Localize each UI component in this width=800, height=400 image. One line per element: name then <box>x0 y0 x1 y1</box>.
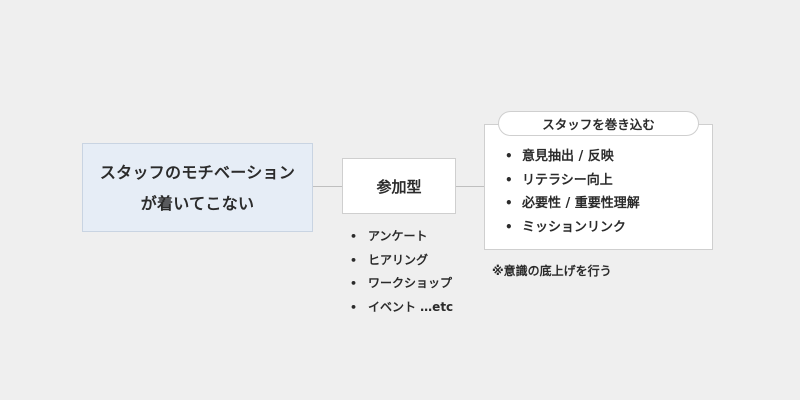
involve-item: • 意見抽出 / 反映 <box>505 145 640 169</box>
method-title: 参加型 <box>376 177 422 196</box>
connector-method-to-involve <box>456 186 484 187</box>
method-box: 参加型 <box>342 158 456 214</box>
involve-item: • 必要性 / 重要性理解 <box>505 192 640 216</box>
method-item-label: ワークショップ <box>368 276 453 290</box>
connector-problem-to-method <box>313 186 342 187</box>
involve-item: • ミッションリンク <box>505 216 640 240</box>
involve-item-label: リテラシー向上 <box>522 172 613 188</box>
bullet-icon: • <box>350 300 358 314</box>
involve-box <box>484 124 713 250</box>
problem-line-2: が着いてこない <box>140 193 255 213</box>
involve-item-label: 必要性 / 重要性理解 <box>522 196 640 212</box>
bullet-icon: • <box>505 220 513 235</box>
method-item-label: アンケート <box>368 229 428 243</box>
method-item: • ワークショップ <box>350 272 453 296</box>
bullet-icon: • <box>505 172 513 187</box>
method-item-label: ヒアリング <box>368 252 429 267</box>
bullet-icon: • <box>350 230 358 243</box>
bullet-icon: • <box>350 277 358 290</box>
problem-line-1: スタッフのモチベーション <box>99 162 296 182</box>
problem-box: スタッフのモチベーション が着いてこない <box>82 143 313 232</box>
problem-text: スタッフのモチベーション が着いてこない <box>100 157 295 219</box>
involve-list: • 意見抽出 / 反映 • リテラシー向上 • 必要性 / 重要性理解 • ミッ… <box>505 145 640 240</box>
bullet-icon: • <box>505 149 513 163</box>
bullet-icon: • <box>350 253 358 267</box>
note-text: ※意識の底上げを行う <box>492 264 612 278</box>
involve-item-label: ミッションリンク <box>522 220 627 236</box>
involve-title-pill: スタッフを巻き込む <box>498 111 699 136</box>
involve-title: スタッフを巻き込む <box>542 117 655 132</box>
involve-item: • リテラシー向上 <box>505 169 640 193</box>
involve-item-label: 意見抽出 / 反映 <box>522 149 614 164</box>
method-item: • ヒアリング <box>350 249 453 273</box>
method-list: • アンケート • ヒアリング • ワークショップ • イベント …etc <box>350 225 453 319</box>
method-item: • アンケート <box>350 225 453 249</box>
method-item-label: イベント …etc <box>368 299 454 314</box>
bullet-icon: • <box>505 196 513 211</box>
method-item: • イベント …etc <box>350 296 453 320</box>
